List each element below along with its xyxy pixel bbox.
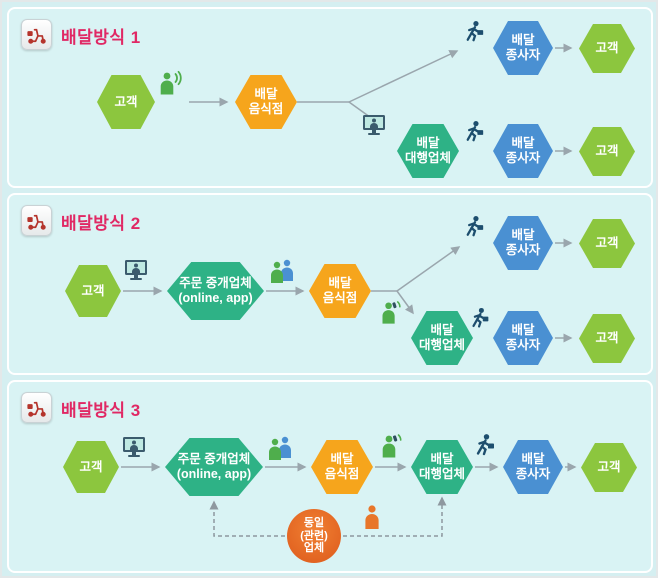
node-restaurant: 배달 음식점	[309, 264, 371, 318]
phone-person-icon	[377, 432, 405, 460]
panel-delivery-method-1: 배달방식 1 고객 배달 음식점 배달 종사자 고객	[7, 7, 653, 188]
panel-title: 배달방식 2	[61, 214, 141, 233]
node-agency: 배달 대행업체	[411, 440, 473, 494]
node-rider-top: 배달 종사자	[493, 216, 553, 270]
panel-title: 배달방식 3	[61, 401, 141, 420]
running-courier-icon	[461, 119, 488, 146]
online-order-monitor-icon	[361, 112, 389, 140]
scooter-delivery-icon	[21, 205, 52, 236]
panel-delivery-method-3: 배달방식 3 고객 주문 중개업체 (online, app) 배달 음식점 배…	[7, 380, 653, 573]
scooter-delivery-icon	[21, 392, 52, 423]
running-courier-icon	[461, 214, 488, 241]
node-agency: 배달 대행업체	[397, 124, 459, 178]
node-rider-bottom: 배달 종사자	[493, 311, 553, 365]
running-courier-icon	[461, 19, 488, 46]
calling-person-icon	[157, 69, 185, 97]
staff-people-icon	[265, 432, 295, 462]
node-same-company: 동일 (관련) 업체	[287, 509, 341, 563]
online-order-monitor-icon	[123, 257, 151, 285]
node-rider: 배달 종사자	[503, 440, 563, 494]
connector-lines	[121, 462, 577, 537]
node-restaurant: 배달 음식점	[311, 440, 373, 494]
node-agency: 배달 대행업체	[411, 311, 473, 365]
running-courier-icon	[467, 306, 493, 332]
connector-lines	[123, 238, 573, 343]
online-order-monitor-icon	[121, 434, 149, 462]
running-courier-icon	[471, 432, 499, 460]
scooter-delivery-icon	[21, 19, 52, 50]
company-person-icon	[357, 503, 387, 533]
node-rider-top: 배달 종사자	[493, 21, 553, 75]
node-rider-bottom: 배달 종사자	[493, 124, 553, 178]
staff-people-icon	[267, 255, 297, 285]
panel-delivery-method-2: 배달방식 2 고객 주문 중개업체 (online, app) 배달 음식점 배	[7, 193, 653, 375]
phone-person-icon	[377, 299, 404, 326]
panel-title: 배달방식 1	[61, 28, 141, 47]
